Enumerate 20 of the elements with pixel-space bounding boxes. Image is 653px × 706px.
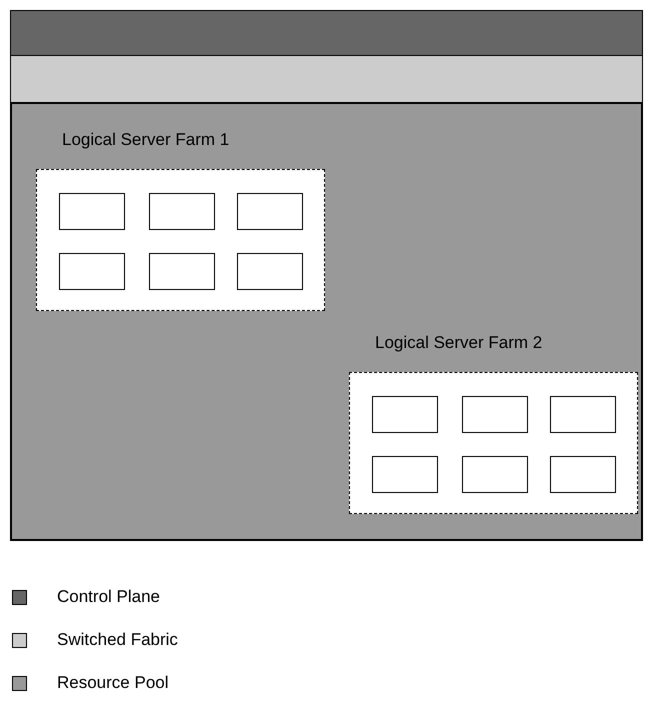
server-box bbox=[149, 253, 215, 290]
server-box bbox=[237, 193, 303, 230]
server-box bbox=[372, 456, 438, 493]
server-box bbox=[59, 253, 125, 290]
group-heading: Logical Server Farm 2 bbox=[375, 333, 542, 353]
server-box bbox=[462, 456, 528, 493]
server-box bbox=[149, 193, 215, 230]
layer-band bbox=[11, 56, 642, 103]
group-heading: Logical Server Farm 1 bbox=[62, 130, 230, 150]
legend-label: Control Plane bbox=[57, 587, 160, 607]
pool-area bbox=[11, 103, 642, 540]
layer-band bbox=[11, 11, 642, 56]
server-box bbox=[372, 396, 438, 433]
server-box bbox=[462, 396, 528, 433]
server-box bbox=[550, 396, 616, 433]
server-box bbox=[59, 193, 125, 230]
legend-label: Resource Pool bbox=[57, 673, 169, 693]
legend-label: Switched Fabric bbox=[57, 630, 178, 650]
server-box bbox=[550, 456, 616, 493]
server-box bbox=[237, 253, 303, 290]
